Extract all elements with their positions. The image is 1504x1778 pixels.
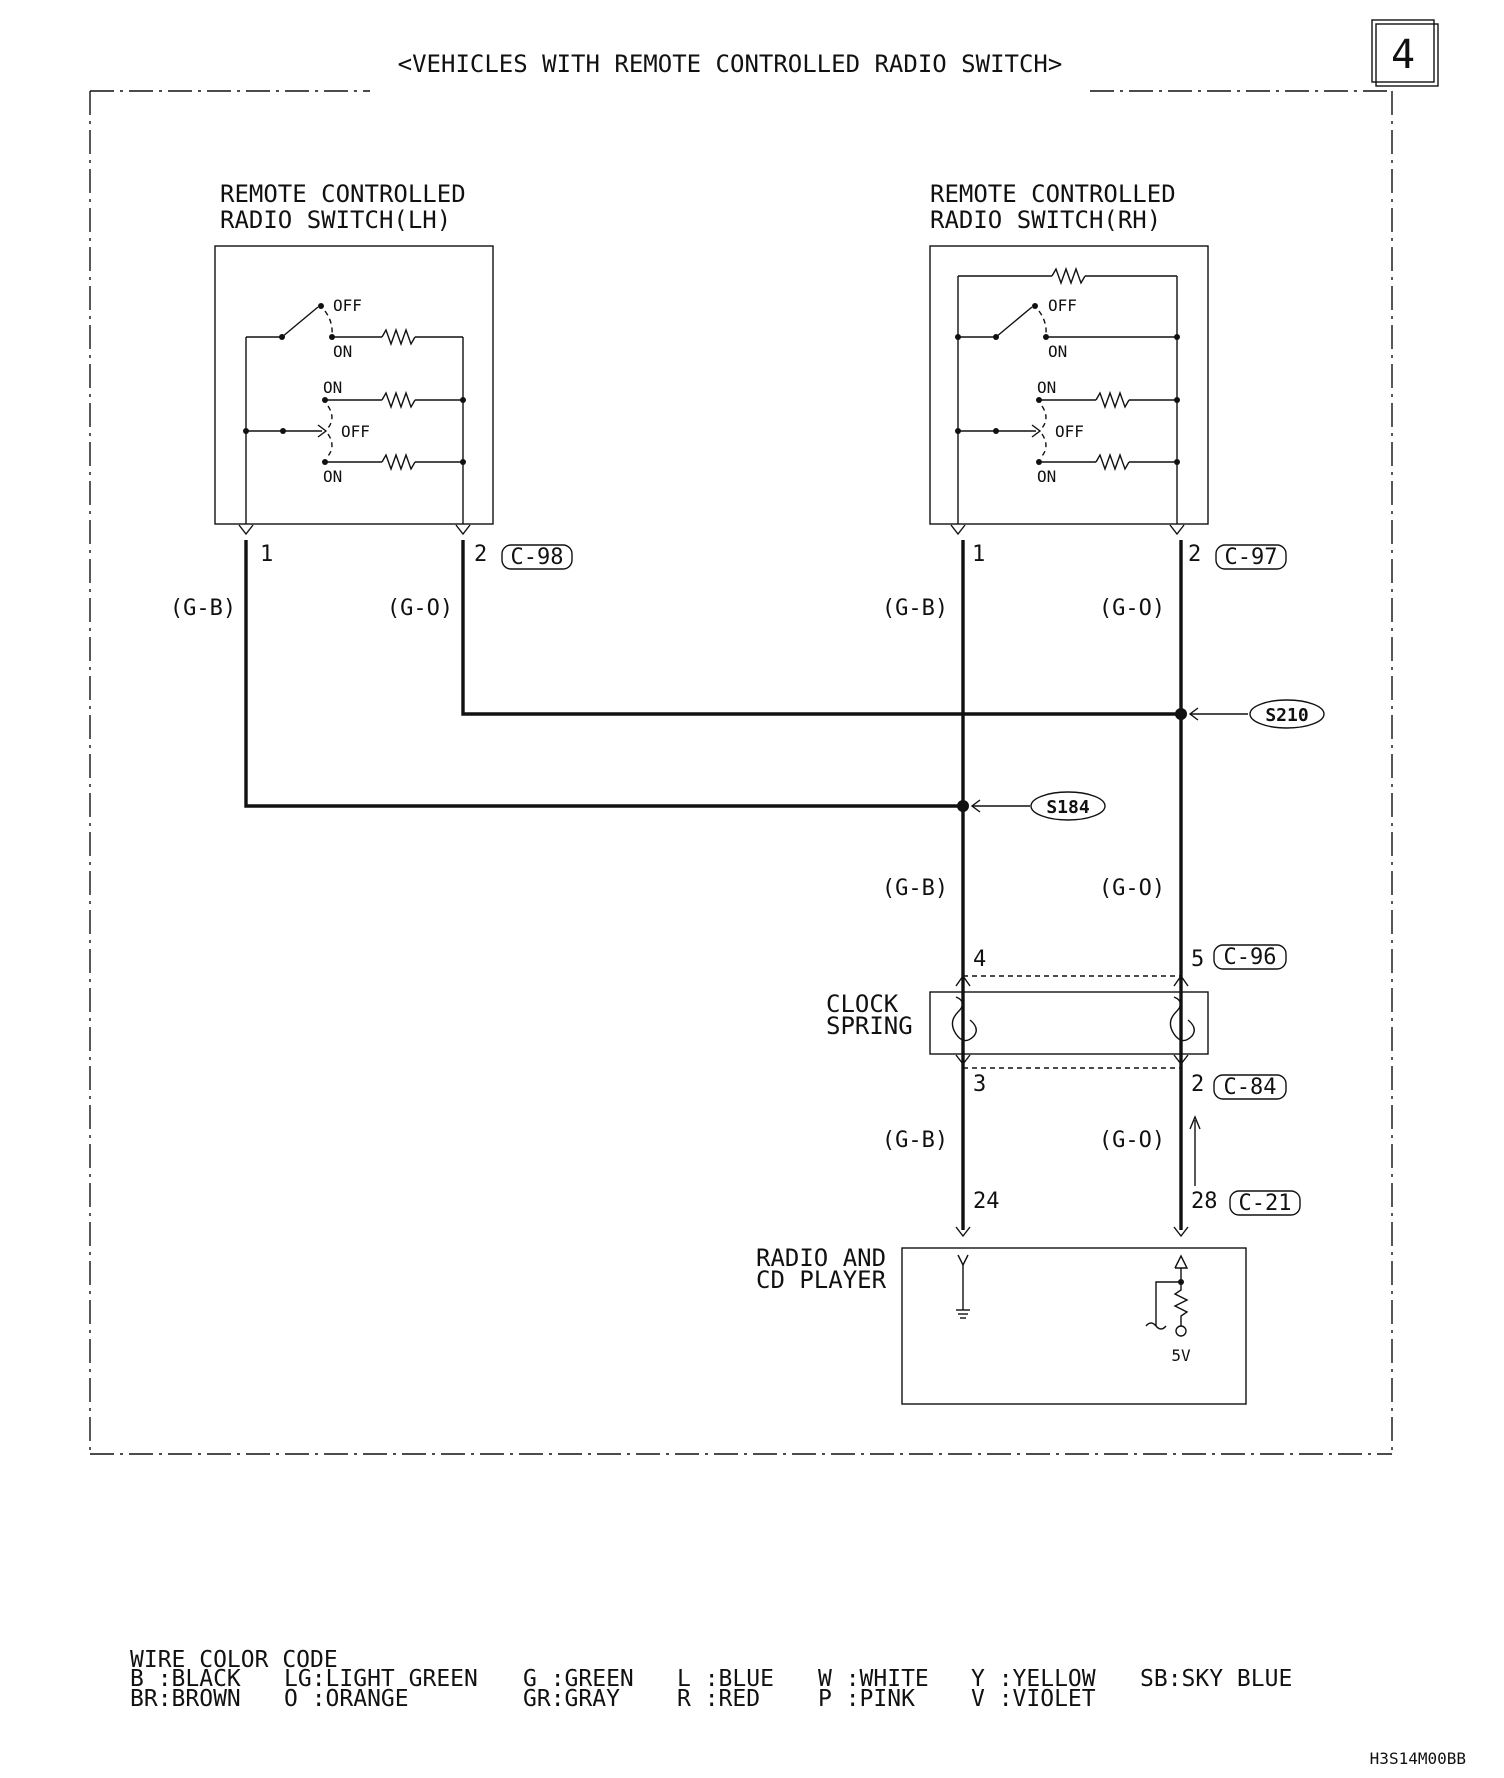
lh-on-label-2: ON (323, 378, 342, 397)
connector-badge-c98: C-98 (501, 544, 573, 570)
lh-on-label-3: ON (323, 467, 342, 486)
legend-lg: LG:LIGHT GREEN (284, 1666, 478, 1692)
wire-label-low-gb: (G-B) (882, 1128, 948, 1153)
wire-label-mid-gb: (G-B) (882, 876, 948, 901)
radio-label-1: RADIO AND (756, 1244, 886, 1272)
wire-label-rh-gb: (G-B) (882, 596, 948, 621)
splice-s210: S210 (1175, 699, 1325, 729)
lh-off-label: OFF (333, 296, 362, 315)
rh-off-label-2: OFF (1055, 422, 1084, 441)
signal-arrow-up (1189, 1115, 1201, 1186)
radio-pin-arrows (955, 1226, 1189, 1237)
wire-label-low-go: (G-O) (1099, 1128, 1165, 1153)
switch-lh-title-2: RADIO SWITCH(LH) (220, 206, 451, 234)
svg-text:C-96: C-96 (1224, 945, 1277, 970)
legend-w: W :WHITE (818, 1666, 929, 1692)
legend-b: B :BLACK (130, 1666, 241, 1692)
connector-arrows (238, 524, 1185, 535)
legend-g: G :GREEN (523, 1666, 634, 1692)
wire-harness (244, 540, 1183, 1230)
clock-spring-label-2: SPRING (826, 1012, 913, 1040)
wire-label-lh-go: (G-O) (387, 596, 453, 621)
lh-on-label: ON (333, 342, 352, 361)
rh-on-label: ON (1048, 342, 1067, 361)
connector-badge-c84: C-84 (1213, 1074, 1287, 1100)
lh-pin-1: 1 (260, 542, 273, 567)
svg-text:C-21: C-21 (1239, 1191, 1292, 1216)
legend-y: Y :YELLOW (971, 1666, 1096, 1692)
rh-on-label-3: ON (1037, 467, 1056, 486)
svg-text:S210: S210 (1265, 705, 1308, 726)
wire-label-rh-go: (G-O) (1099, 596, 1165, 621)
switch-lh-box (214, 245, 494, 525)
cs-pin-bottom-left: 3 (973, 1072, 986, 1097)
connector-badge-c21: C-21 (1229, 1190, 1301, 1216)
rh-on-label-2: ON (1037, 378, 1056, 397)
legend-r: R :RED (677, 1686, 760, 1712)
switch-lh-title-1: REMOTE CONTROLLED (220, 180, 466, 208)
clock-spring-box (929, 974, 1209, 1069)
legend-gr: GR:GRAY (523, 1686, 620, 1712)
lh-off-label-2: OFF (341, 422, 370, 441)
wire-color-legend: WIRE COLOR CODE B :BLACK LG:LIGHT GREEN … (130, 1647, 1292, 1712)
legend-l: L :BLUE (677, 1666, 774, 1692)
radio-cd-player-box (901, 1247, 1247, 1405)
cs-pin-top-left: 4 (973, 947, 986, 972)
figure-code: H3S14M00BB (1370, 1749, 1466, 1768)
svg-text:C-84: C-84 (1224, 1075, 1277, 1100)
cs-pin-bottom-right: 2 (1191, 1072, 1204, 1097)
legend-o: O :ORANGE (284, 1686, 409, 1712)
rh-off-label: OFF (1048, 296, 1077, 315)
page-number: 4 (1391, 32, 1415, 78)
connector-badge-c97: C-97 (1215, 544, 1287, 570)
svg-text:S184: S184 (1046, 797, 1090, 818)
legend-v: V :VIOLET (971, 1686, 1096, 1712)
svg-text:C-98: C-98 (511, 545, 564, 570)
legend-title: WIRE COLOR CODE (130, 1647, 338, 1673)
clock-spring-label-1: CLOCK (826, 990, 899, 1018)
radio-pin-24: 24 (973, 1189, 1000, 1214)
radio-label-2: CD PLAYER (756, 1266, 887, 1294)
svg-text:C-97: C-97 (1225, 545, 1278, 570)
connector-badge-c96: C-96 (1213, 944, 1287, 970)
lh-pin-2: 2 (474, 542, 487, 567)
legend-br: BR:BROWN (130, 1686, 241, 1712)
legend-sb: SB:SKY BLUE (1140, 1666, 1292, 1692)
wire-label-lh-gb: (G-B) (170, 596, 236, 621)
radio-voltage: 5V (1171, 1346, 1191, 1365)
outer-frame (89, 90, 1393, 1455)
switch-rh-title-1: REMOTE CONTROLLED (930, 180, 1176, 208)
page-number-box: 4 (1371, 19, 1439, 87)
rh-pin-1: 1 (972, 542, 985, 567)
switch-rh-title-2: RADIO SWITCH(RH) (930, 206, 1161, 234)
splice-s184: S184 (957, 791, 1106, 821)
rh-pin-2: 2 (1188, 542, 1201, 567)
switch-rh-box (929, 245, 1209, 525)
radio-pin-28: 28 (1191, 1189, 1218, 1214)
wire-label-mid-go: (G-O) (1099, 876, 1165, 901)
diagram-title: <VEHICLES WITH REMOTE CONTROLLED RADIO S… (398, 50, 1063, 78)
legend-p: P :PINK (818, 1686, 915, 1712)
cs-pin-top-right: 5 (1191, 947, 1204, 972)
